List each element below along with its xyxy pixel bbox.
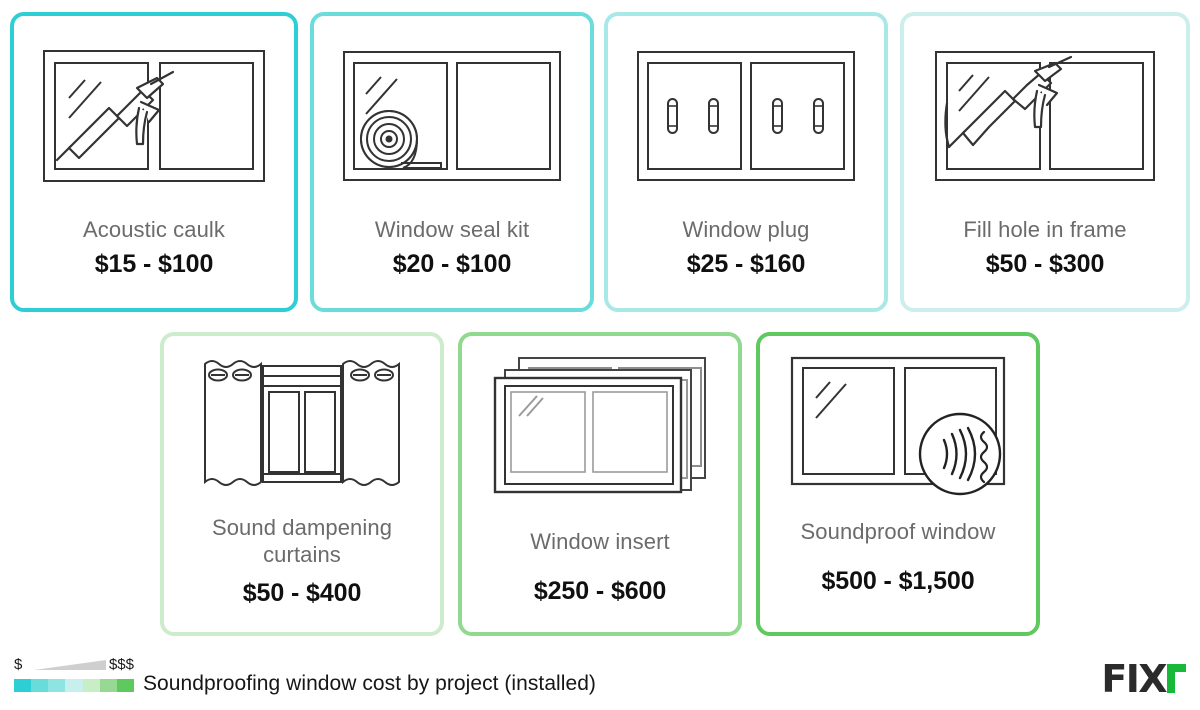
fixr-r-mark-icon [1167, 664, 1186, 693]
card-price: $25 - $160 [686, 250, 806, 278]
legend-swatch-4 [65, 679, 83, 692]
footer: $ $$$ Soundproofing window cost by proje… [0, 648, 1200, 710]
card-label: Fill hole in frame [963, 217, 1127, 242]
legend-color-bar [14, 679, 134, 692]
card-text-block: Window insert $250 - $600 [462, 514, 738, 632]
card-text-block: Window plug $25 - $160 [608, 216, 884, 308]
card-label: Window insert [530, 529, 670, 554]
cost-scale-legend: $ $$$ [14, 656, 134, 692]
card-price: $50 - $400 [242, 579, 362, 607]
legend-swatch-2 [31, 679, 49, 692]
legend-scale-row: $ $$$ [14, 656, 134, 676]
cost-card-soundproof-window[interactable]: Soundproof window $500 - $1,500 [756, 332, 1040, 636]
legend-swatch-5 [82, 679, 100, 692]
cost-card-acoustic-caulk[interactable]: Acoustic caulk $15 - $100 [10, 12, 298, 312]
caulk-fill-frame-icon [904, 16, 1186, 216]
cost-card-sound-dampening-curtains[interactable]: Sound dampening curtains $50 - $400 [160, 332, 444, 636]
cost-card-fill-hole-in-frame[interactable]: Fill hole in frame $50 - $300 [900, 12, 1190, 312]
card-price: $500 - $1,500 [821, 567, 975, 595]
legend-swatch-6 [99, 679, 117, 692]
curtains-window-icon [164, 336, 440, 514]
legend-swatch-7 [116, 679, 134, 692]
infographic-title: Soundproofing window cost by project (in… [143, 672, 596, 695]
card-price: $250 - $600 [533, 577, 667, 605]
cost-gradient-wedge-icon [34, 660, 106, 670]
legend-swatch-1 [14, 679, 32, 692]
caulk-gun-window-icon [14, 16, 294, 216]
card-text-block: Fill hole in frame $50 - $300 [904, 216, 1186, 308]
cost-card-window-plug[interactable]: Window plug $25 - $160 [604, 12, 888, 312]
card-label: Window plug [682, 217, 810, 242]
cost-card-window-insert[interactable]: Window insert $250 - $600 [458, 332, 742, 636]
legend-low-label: $ [14, 656, 23, 673]
window-insert-stack-icon [462, 336, 738, 514]
card-price: $15 - $100 [94, 250, 214, 278]
card-price: $50 - $300 [985, 250, 1105, 278]
legend-swatch-3 [48, 679, 66, 692]
fixr-wordmark: FIX [1101, 657, 1167, 701]
card-price: $20 - $100 [392, 250, 512, 278]
seal-tape-roll-window-icon [314, 16, 590, 216]
card-label: Soundproof window [800, 519, 996, 544]
card-label: Window seal kit [374, 217, 530, 242]
card-label: Acoustic caulk [82, 217, 225, 242]
card-text-block: Acoustic caulk $15 - $100 [14, 216, 294, 308]
legend-high-label: $$$ [108, 656, 134, 673]
card-label: Sound dampening curtains [211, 515, 393, 567]
soundproof-window-icon [760, 336, 1036, 514]
card-text-block: Sound dampening curtains $50 - $400 [164, 514, 440, 632]
card-text-block: Window seal kit $20 - $100 [314, 216, 590, 308]
fixr-logo: FIX [1101, 660, 1186, 700]
window-plug-icon [608, 16, 884, 216]
card-text-block: Soundproof window $500 - $1,500 [760, 514, 1036, 632]
cost-card-window-seal-kit[interactable]: Window seal kit $20 - $100 [310, 12, 594, 312]
